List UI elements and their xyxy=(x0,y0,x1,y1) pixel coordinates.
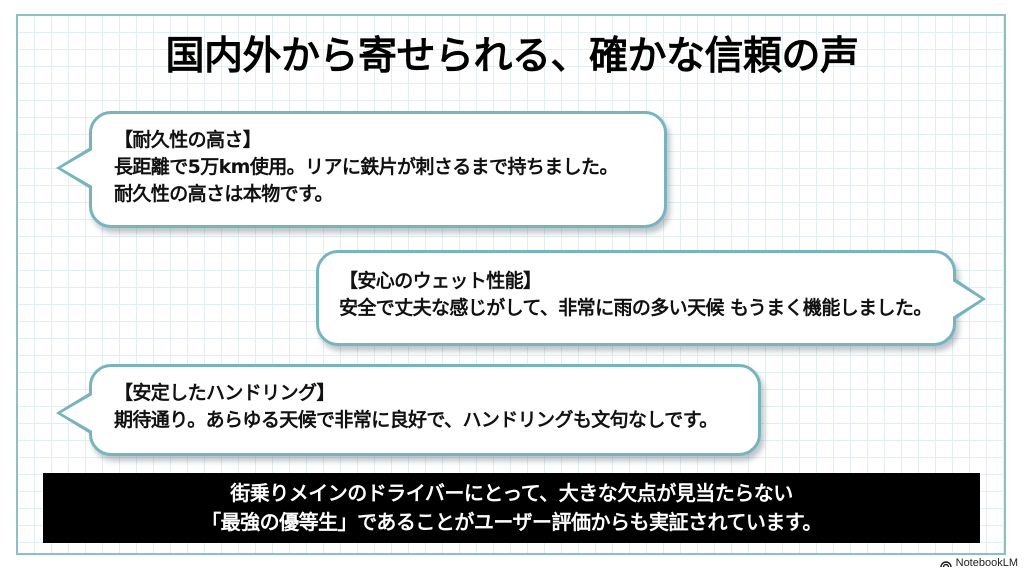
notebooklm-watermark: NotebookLM xyxy=(939,557,1018,569)
testimonial-bubble-handling: 【安定したハンドリング】 期待通り。あらゆる天候で非常に良好で、ハンドリングも文… xyxy=(56,364,761,456)
testimonial-heading: 【耐久性の高さ】 xyxy=(114,129,262,151)
notebooklm-logo-icon xyxy=(939,561,952,568)
testimonial-text: 安全で丈夫な感じがして、非常に雨の多い天候 もうまく機能しました。 xyxy=(339,297,932,319)
summary-line-2: 「最強の優等生」であることがユーザー評価からも実証されています。 xyxy=(201,510,822,534)
speech-tail-fill xyxy=(61,394,94,432)
summary-banner: 街乗りメインのドライバーにとって、大きな欠点が見当たらない 「最強の優等生」であ… xyxy=(43,473,980,543)
testimonial-heading: 【安心のウェット性能】 xyxy=(339,270,542,292)
testimonial-text: 耐久性の高さは本物です。 xyxy=(114,183,334,205)
testimonial-bubble-durability: 【耐久性の高さ】 長距離で5万km使用。リアに鉄片が刺さるまで持ちました。 耐久… xyxy=(56,111,667,228)
speech-tail-fill xyxy=(61,149,94,187)
summary-line-1: 街乗りメインのドライバーにとって、大きな欠点が見当たらない xyxy=(230,481,793,505)
speech-tail-fill xyxy=(951,280,981,318)
testimonial-text: 長距離で5万km使用。リアに鉄片が刺さるまで持ちました。 xyxy=(114,156,618,178)
slide-title: 国内外から寄せられる、確かな信頼の声 xyxy=(165,34,859,79)
testimonial-bubble-wet-performance: 【安心のウェット性能】 安全で丈夫な感じがして、非常に雨の多い天候 もうまく機能… xyxy=(316,250,986,346)
testimonial-heading: 【安定したハンドリング】 xyxy=(114,382,335,404)
testimonial-text: 期待通り。あらゆる天候で非常に良好で、ハンドリングも文句なしです。 xyxy=(114,409,718,431)
watermark-label: NotebookLM xyxy=(955,557,1018,569)
